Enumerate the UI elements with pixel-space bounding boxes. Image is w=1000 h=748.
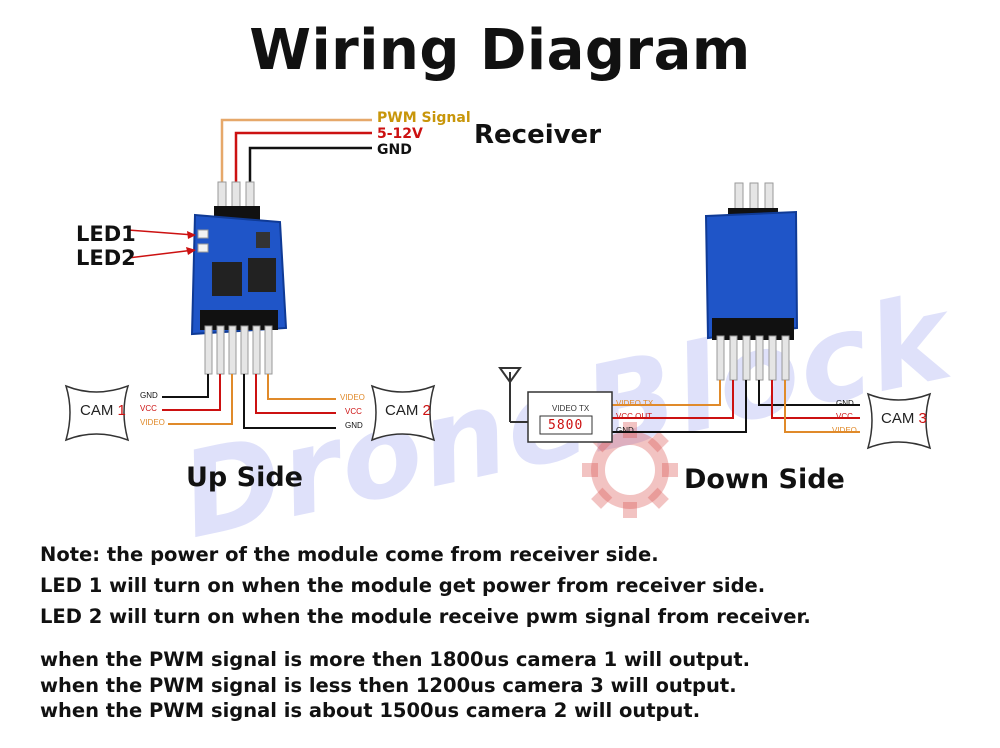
vtx-gnd-label: GND [616,426,634,435]
down-side-label: Down Side [684,464,845,495]
note-line-1: Note: the power of the module come from … [40,543,659,566]
cam3-vcc-label: VCC [836,412,853,421]
rule-line-1: when the PWM signal is more then 1800us … [40,648,751,671]
gnd-label: GND [377,142,412,158]
cam1-video-label: VIDEO [140,418,165,427]
led2-label: LED2 [76,246,136,270]
cam2-shape [370,384,436,442]
rule-line-3: when the PWM signal is about 1500us came… [40,699,701,722]
cam2-vcc-label: VCC [345,407,362,416]
cam2-wires [243,374,336,429]
cam1-wires [162,374,233,425]
down-side-board [704,182,799,381]
up-side-board [190,181,288,375]
cam1-shape [64,384,130,442]
vtx-box-label: VIDEO TX [552,404,590,413]
vtx-vcc-label: VCC OUT [616,412,652,421]
cam1-vcc-label: VCC [140,404,157,413]
cam1-label: CAM 1 [80,402,126,419]
cam2-video-label: VIDEO [340,393,365,402]
receiver-label: Receiver [474,120,602,150]
note-line-2: LED 1 will turn on when the module get p… [40,574,766,597]
cam3-gnd-label: GND [836,399,854,408]
vtx-wires [612,380,747,433]
power-label: 5-12V [377,126,423,142]
note-line-3: LED 2 will turn on when the module recei… [40,605,811,628]
cam2-label: CAM 2 [385,402,431,419]
vtx-module [498,367,613,443]
led-arrows [127,229,196,259]
vtx-video-label: VIDEO TX [616,399,654,408]
cam2-gnd-label: GND [345,421,363,430]
cam3-video-label: VIDEO [832,426,857,435]
cam3-label: CAM 3 [881,410,927,427]
led1-label: LED1 [76,222,136,246]
receiver-wires [220,118,372,188]
rule-line-2: when the PWM signal is less then 1200us … [40,674,737,697]
cam3-shape [866,392,932,450]
cam3-wires [758,380,860,433]
diagram-title: Wiring Diagram [249,18,751,83]
cam1-gnd-label: GND [140,391,158,400]
up-side-label: Up Side [186,462,303,493]
vtx-display: 5800 [548,418,584,433]
pwm-signal-label: PWM Signal [377,110,471,126]
